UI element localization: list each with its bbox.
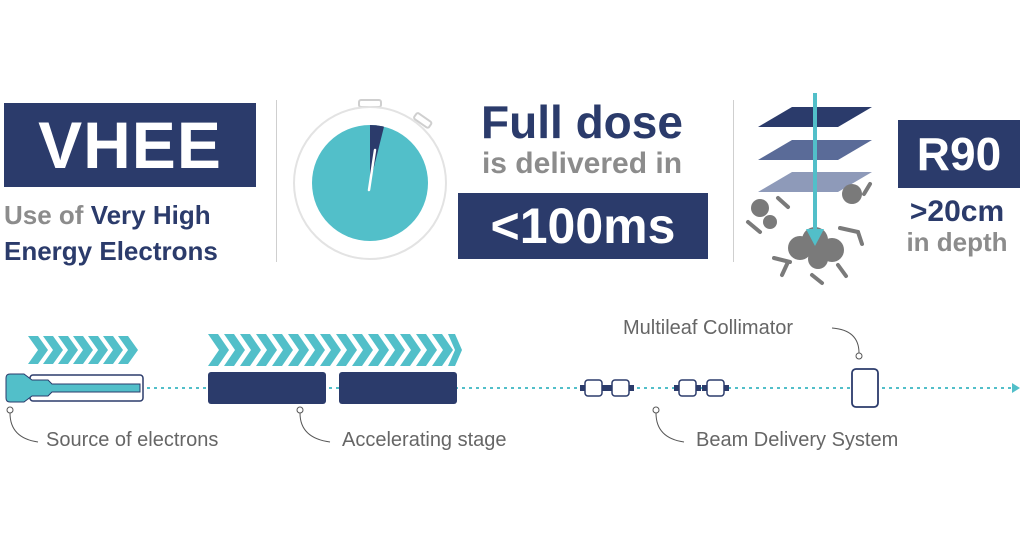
leader-lines <box>6 327 863 443</box>
dose-value: <100ms <box>458 193 708 259</box>
delivery-label: Beam Delivery System <box>696 429 899 451</box>
magnet-poles <box>580 385 729 391</box>
chevron-arrows-icon <box>208 334 462 366</box>
vhee-subtitle-prefix: Use of <box>4 200 91 230</box>
beam-arrow-icon <box>806 93 824 246</box>
beam-arrowhead-icon <box>1012 383 1020 393</box>
vhee-subtitle-highlight: Very High <box>90 200 211 230</box>
collimator-block <box>851 368 879 408</box>
divider <box>276 100 277 262</box>
collimator-label: Multileaf Collimator <box>623 317 794 339</box>
depth-value: >20cm <box>909 195 1005 228</box>
accelerating-label: Accelerating stage <box>342 429 507 451</box>
chevron-arrows-icon <box>28 336 138 364</box>
dose-subline: is delivered in <box>481 147 683 180</box>
beam-delivery-magnets <box>584 379 725 397</box>
divider <box>733 100 734 262</box>
vhee-subtitle: Use of Very High Energy Electrons <box>4 197 274 269</box>
accelerator-section <box>208 372 326 404</box>
vhee-subtitle-line2: Energy Electrons <box>4 236 218 266</box>
dose-headline: Full dose <box>481 96 683 148</box>
depth-subtitle: in depth <box>906 227 1008 257</box>
depth-title: R90 <box>898 120 1020 188</box>
source-label: Source of electrons <box>46 429 219 451</box>
vhee-title: VHEE <box>4 103 256 187</box>
accelerator-section <box>339 372 457 404</box>
depth-layers-icon <box>758 107 872 192</box>
electron-source <box>5 373 144 403</box>
stopwatch-icon <box>293 99 447 260</box>
